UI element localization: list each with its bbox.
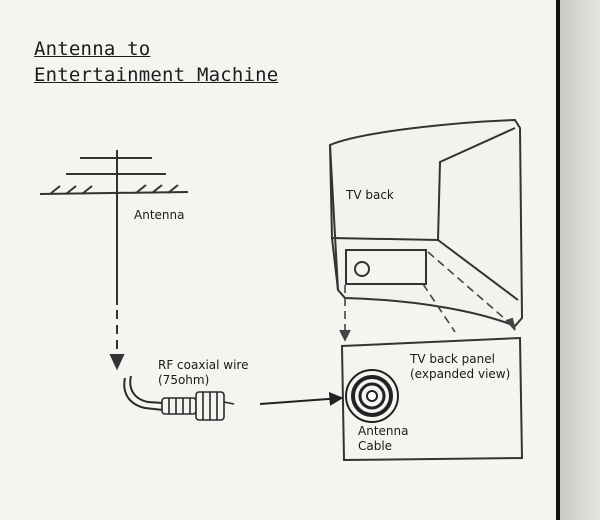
rf-wire-label-line-2: (75ohm) — [158, 373, 210, 387]
f-connector-icon — [161, 391, 235, 421]
rf-coaxial-cable — [123, 375, 164, 411]
page-edge — [556, 0, 560, 520]
page-gutter — [560, 0, 600, 520]
connection-arrow — [259, 391, 344, 406]
connection-diagram — [39, 118, 524, 462]
panel-label-line-1: TV back panel — [410, 352, 495, 366]
projection-lines — [339, 251, 516, 342]
tv-back-icon — [328, 118, 524, 328]
tv-back-label: TV back — [346, 188, 394, 202]
cable-label-line-2: Cable — [358, 439, 393, 453]
title-line-1: Antenna to — [34, 38, 151, 60]
antenna-icon — [39, 150, 189, 305]
panel-label-line-2: (expanded view) — [410, 367, 511, 381]
cable-label-line-1: Antenna — [358, 424, 409, 438]
section-title: Antenna to Entertainment Machine — [34, 36, 278, 88]
rf-wire-label-line-1: RF coaxial wire — [158, 358, 249, 372]
title-line-2: Entertainment Machine — [34, 64, 279, 86]
tv-back-panel-expanded — [340, 336, 524, 462]
antenna-input-jack-icon — [345, 369, 399, 423]
antenna-down-arrow — [109, 310, 125, 371]
antenna-label: Antenna — [134, 208, 185, 222]
